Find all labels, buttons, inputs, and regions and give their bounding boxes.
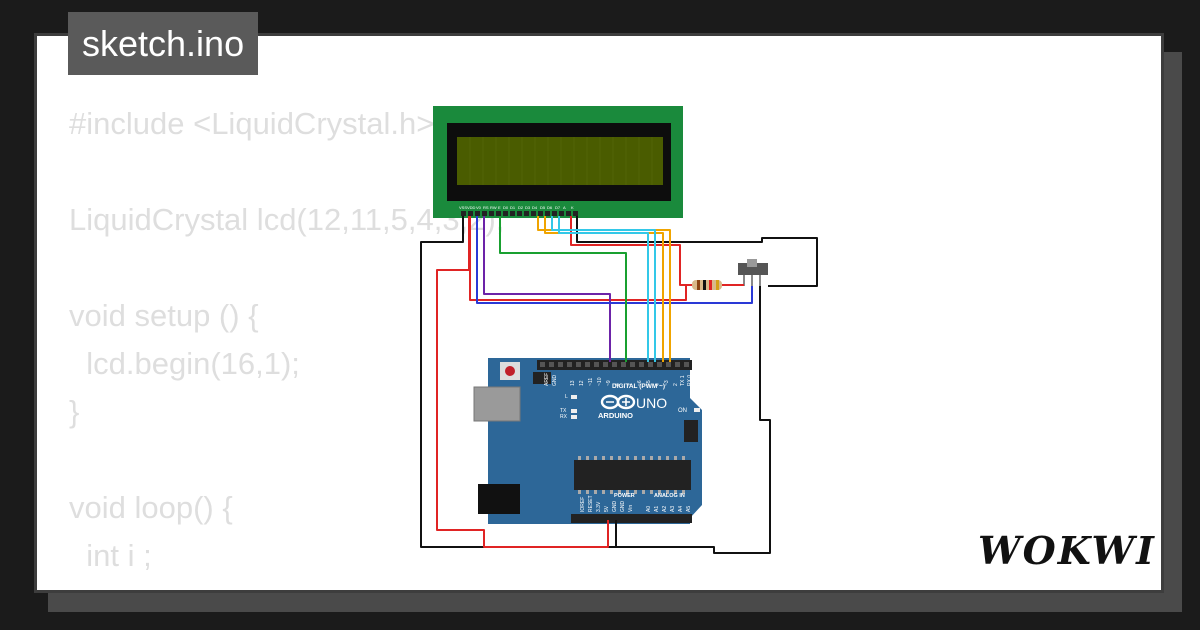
lcd-pin-vdd: VDD	[467, 205, 476, 210]
pin-label-11: ~11	[588, 378, 594, 386]
digital-label: DIGITAL (PWM ~)	[612, 383, 665, 390]
code-line: }	[69, 394, 80, 429]
lcd-pin-vss: VSS	[459, 205, 467, 210]
led-l-label: L	[565, 394, 568, 400]
lcd-pin-d5: D5	[540, 205, 546, 210]
code-preview: #include <LiquidCrystal.h>LiquidCrystal …	[69, 100, 504, 580]
pin-label-a0: A0	[646, 506, 652, 512]
arduino-uno-board[interactable]: DIGITAL (PWM ~) ARDUINO UNO ON L TX RX P…	[473, 358, 702, 524]
wire-d7-cyan[interactable]	[558, 216, 649, 362]
led-tx-label: TX	[560, 408, 567, 414]
wire-rs-red[interactable]	[469, 216, 692, 301]
pin-label-7: 7	[628, 383, 634, 386]
pin-label-3: ~3	[664, 380, 670, 386]
wire-vcc-red[interactable]	[436, 216, 609, 548]
pin-label-2: 2	[673, 383, 679, 386]
led-rx-label: RX	[560, 414, 568, 420]
pin-label-13: 13	[570, 380, 576, 386]
lcd-pin-d6: D6	[547, 205, 553, 210]
pin-label-aref: AREF	[544, 373, 550, 386]
arduino-board-name: ARDUINO	[598, 411, 633, 420]
pin-label-a1: A1	[654, 506, 660, 512]
code-line: #include <LiquidCrystal.h>	[69, 106, 435, 141]
pin-label-a5: A5	[686, 506, 692, 512]
pin-label-a3: A3	[670, 506, 676, 512]
pin-label-a4: A4	[678, 506, 684, 512]
lcd-pin-v0: V0	[476, 205, 482, 210]
code-line: int i ;	[69, 538, 152, 573]
slide-switch[interactable]	[738, 259, 768, 286]
pin-label-4: 4	[655, 383, 661, 386]
lcd-pin-d3: D3	[525, 205, 531, 210]
pin-label-reset: RESET	[588, 495, 594, 512]
code-line: void loop() {	[69, 490, 233, 525]
on-label: ON	[678, 408, 687, 414]
code-line: lcd.begin(16,1);	[69, 346, 300, 381]
pin-label-6: ~6	[637, 380, 643, 386]
lcd-pin-rs: RS	[483, 205, 489, 210]
pin-label-3v3: 3.3V	[596, 501, 602, 512]
wire-d5-orange[interactable]	[544, 216, 664, 362]
pin-label-ioref: IOREF	[580, 497, 586, 512]
pin-label-rx: RX 0	[687, 375, 693, 386]
lcd-pin-d7: D7	[555, 205, 561, 210]
code-line: void setup () {	[69, 298, 259, 333]
analog-label: ANALOG IN	[654, 493, 685, 499]
file-title[interactable]: sketch.ino	[68, 12, 259, 75]
lcd-pin-d4: D4	[532, 205, 538, 210]
lcd-pin-e: E	[498, 205, 501, 210]
pin-label-5: ~5	[646, 380, 652, 386]
lcd-pin-d1: D1	[510, 205, 516, 210]
wire-d6-cyan[interactable]	[551, 216, 656, 362]
wokwi-logo-text: WOKWI	[978, 528, 1156, 573]
pin-label-vin: Vin	[628, 505, 634, 512]
wokwi-logo: WOKWI	[978, 528, 1156, 573]
wire-gnd-black-2[interactable]	[616, 286, 771, 554]
pin-label-gnd: GND	[552, 375, 558, 387]
wire-e-green[interactable]	[499, 216, 627, 362]
pin-label-gnd-2: GND	[620, 501, 626, 513]
pin-label-tx: TX 1	[680, 375, 686, 386]
pin-label-gnd-1: GND	[612, 501, 618, 513]
arduino-model: UNO	[636, 395, 667, 411]
wire-rw-purple[interactable]	[483, 216, 611, 362]
lcd-pin-k: K	[571, 205, 574, 210]
pin-label-10: ~10	[597, 377, 603, 386]
pin-label-5v: 5V	[604, 505, 610, 512]
wire-gnd-black[interactable]	[420, 216, 617, 548]
lcd-pin-rw: RW	[490, 205, 497, 210]
lcd-pin-a: A	[563, 205, 566, 210]
wire-vo-blue[interactable]	[476, 216, 753, 304]
lcd-pin-d2: D2	[518, 205, 524, 210]
power-label: POWER	[614, 493, 635, 499]
lcd-pin-d0: D0	[503, 205, 509, 210]
pin-label-12: 12	[579, 380, 585, 386]
pin-label-8: 8	[615, 383, 621, 386]
pin-label-9: ~9	[606, 380, 612, 386]
pin-label-a2: A2	[662, 506, 668, 512]
resistor[interactable]	[692, 280, 722, 290]
wire-a-red[interactable]	[570, 216, 692, 286]
lcd-display[interactable]: VSS VDD V0 RS RW E D0 D1 D2 D3 D4 D5 D6 …	[433, 106, 683, 218]
wire-k-black[interactable]	[576, 216, 818, 287]
wire-d4-orange[interactable]	[537, 216, 671, 362]
